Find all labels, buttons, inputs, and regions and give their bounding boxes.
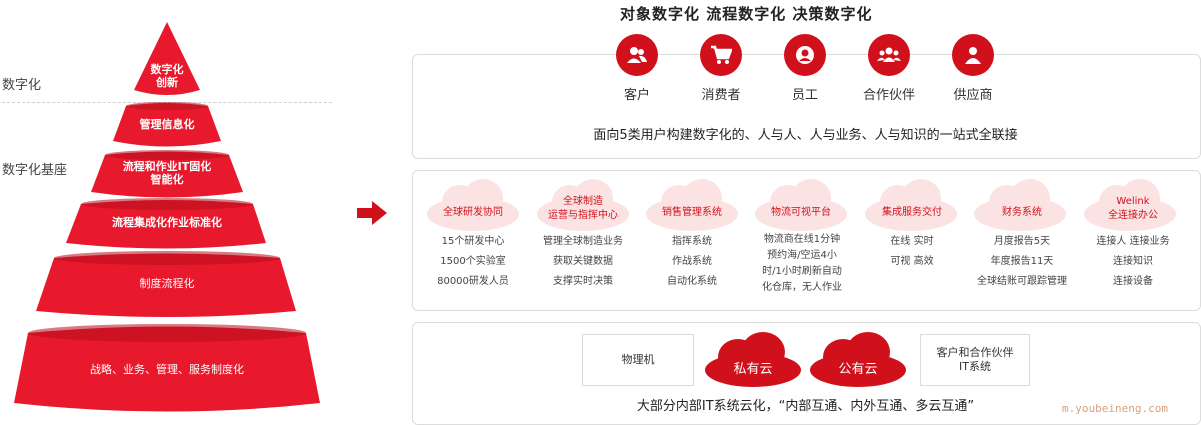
objects-sentence: 面向5类用户构建数字化的、人与人、人与业务、人与知识的一站式全联接 (593, 128, 1018, 143)
right-arrow-icon (357, 201, 387, 225)
label-foundation: 数字化基座 (2, 163, 68, 178)
process-3-title: 销售管理系统 (662, 207, 722, 218)
supplier-icon (952, 34, 994, 76)
process-2-title-line-2: 运营与指挥中心 (548, 210, 618, 221)
process-7-line-3: 连接设备 (1113, 276, 1153, 287)
watermark: m.youbeineng.com (1062, 402, 1168, 415)
process-2-desc: 管理全球制造业务 获取关键数据 支撑实时决策 (528, 232, 638, 292)
employee-icon (784, 34, 826, 76)
process-1-line-1: 15个研发中心 (441, 236, 505, 247)
process-3-line-2: 作战系统 (672, 256, 712, 267)
public-cloud-shape (810, 332, 906, 387)
pyramid-level-2-text: 管理信息化 (139, 118, 195, 131)
process-5-line-2: 可视 高效 (890, 256, 934, 267)
pyramid-level-3 (91, 151, 243, 198)
process-7-desc: 连接人 连接业务 连接知识 连接设备 (1076, 232, 1190, 292)
process-2-line-2: 获取关键数据 (553, 256, 613, 267)
process-7-line-1: 连接人 连接业务 (1096, 236, 1170, 247)
pyramid-level-4 (66, 200, 266, 249)
process-3-line-3: 自动化系统 (667, 276, 717, 287)
pyramid-level-5-text: 制度流程化 (139, 277, 195, 290)
pyramid-level-3-line1: 流程和作业IT固化 (122, 160, 212, 173)
process-6-line-3: 全球结账可跟踪管理 (977, 276, 1067, 287)
physical-machine-box: 物理机 (582, 334, 694, 386)
process-4-line-4: 化仓库，无人作业 (762, 282, 842, 293)
object-label-supplier: 供应商 (953, 88, 993, 103)
process-1-desc: 15个研发中心 1500个实验室 80000研发人员 (418, 232, 528, 292)
process-1-line-2: 1500个实验室 (440, 256, 506, 267)
process-3-line-1: 指挥系统 (672, 236, 712, 247)
label-digital: 数字化 (2, 78, 42, 93)
private-cloud-label: 私有云 (733, 362, 773, 377)
process-5-desc: 在线 实时 可视 高效 (857, 232, 967, 272)
process-2-title: 全球制造 运营与指挥中心 (528, 195, 638, 223)
process-7-line-2: 连接知识 (1113, 256, 1153, 267)
process-4-title: 物流可视平台 (771, 207, 831, 218)
header-title: 对象数字化 流程数字化 决策数字化 (620, 5, 873, 23)
process-6-line-1: 月度报告5天 (993, 236, 1051, 247)
process-cloud-backgrounds (427, 179, 1176, 231)
pyramid-level-1-line1: 数字化 (150, 63, 184, 76)
public-cloud-label: 公有云 (838, 362, 878, 377)
process-5-line-1: 在线 实时 (890, 236, 934, 247)
pyramid-level-6-text: 战略、业务、管理、服务制度化 (90, 363, 244, 376)
object-label-customer: 客户 (623, 88, 650, 103)
process-4-desc: 物流商在线1分钟 预约海/空运4小 时/1小时刷新自动 化仓库，无人作业 (746, 232, 858, 296)
process-1-title: 全球研发协同 (443, 207, 503, 218)
process-3-desc: 指挥系统 作战系统 自动化系统 (637, 232, 747, 292)
pyramid-diagram (14, 22, 320, 412)
pyramid-level-3-line2: 智能化 (150, 173, 184, 186)
pyramid-level-1-text: 数字化 创新 (127, 63, 207, 89)
pyramid-level-5 (36, 253, 296, 317)
pyramid-level-4-text: 流程集成化作业标准化 (112, 216, 222, 229)
process-4-line-3: 时/1小时刷新自动 (762, 266, 842, 277)
process-7-title-line-2: 全连接办公 (1108, 210, 1158, 221)
process-7-title-line-1: Welink (1116, 196, 1150, 207)
process-5-title: 集成服务交付 (882, 207, 942, 218)
process-4-line-2: 预约海/空运4小 (767, 250, 837, 261)
partner-it-box: 客户和合作伙伴 IT系统 (920, 334, 1030, 386)
process-6-title: 财务系统 (1002, 207, 1042, 218)
process-1-line-3: 80000研发人员 (437, 276, 509, 287)
private-cloud-shape (705, 332, 801, 387)
process-4-line-1: 物流商在线1分钟 (763, 234, 841, 245)
partner-it-line-1: 客户和合作伙伴 (936, 346, 1014, 359)
process-6-line-2: 年度报告11天 (990, 256, 1054, 267)
cart-icon (700, 34, 742, 76)
object-label-employee: 员工 (791, 88, 818, 103)
process-2-line-3: 支撑实时决策 (553, 276, 613, 287)
pyramid-level-1 (134, 22, 200, 95)
object-label-consumer: 消费者 (701, 88, 741, 103)
pyramid-level-6 (14, 326, 320, 412)
cloud-sentence: 大部分内部IT系统云化，“内部互通、内外互通、多云互通” (636, 399, 975, 414)
partner-it-line-2: IT系统 (959, 360, 991, 373)
partners-icon (868, 34, 910, 76)
process-2-line-1: 管理全球制造业务 (543, 236, 623, 247)
pyramid-level-1-line2: 创新 (156, 76, 178, 89)
customer-icon (616, 34, 658, 76)
pyramid-level-2 (113, 103, 221, 147)
process-2-title-line-1: 全球制造 (563, 196, 603, 207)
object-label-partners: 合作伙伴 (862, 88, 915, 103)
process-7-title: Welink 全连接办公 (1083, 195, 1183, 223)
process-6-desc: 月度报告5天 年度报告11天 全球结账可跟踪管理 (962, 232, 1082, 292)
pyramid-level-3-text: 流程和作业IT固化 智能化 (92, 160, 242, 186)
